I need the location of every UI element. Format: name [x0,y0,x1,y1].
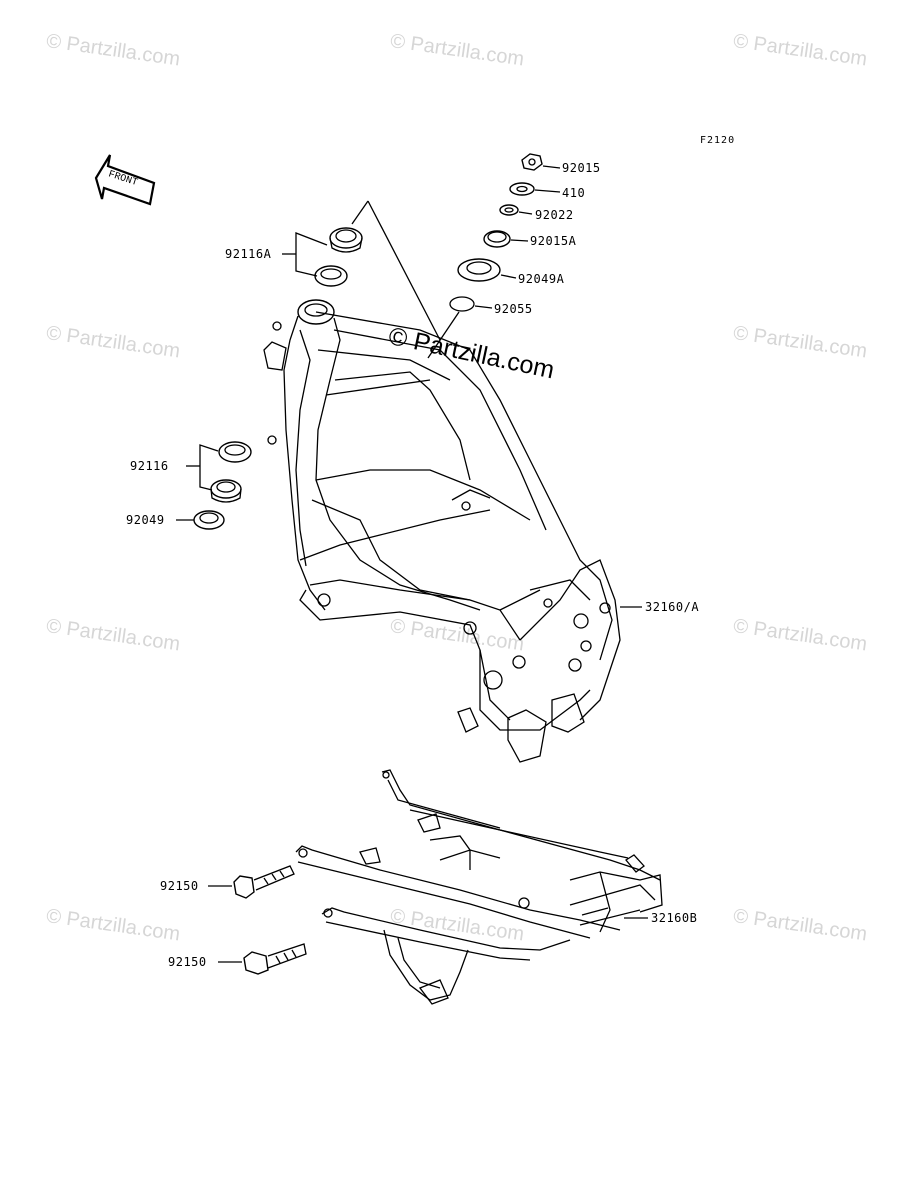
seal-lower-part [193,510,225,530]
diagram-code: F2120 [700,135,736,146]
washer-part [509,182,535,196]
front-arrow-icon: FRONT [94,154,156,206]
main-frame-part [263,299,621,763]
callout-label-92049[interactable]: 92049 [126,513,165,527]
nut-adjust-part [483,230,511,248]
seal-upper-part [457,258,501,282]
callout-label-92116a[interactable]: 92116A [225,247,272,261]
callout-label-32160b[interactable]: 32160B [651,911,698,925]
callout-label-92015a[interactable]: 92015A [530,234,577,248]
nut-top-part [521,153,543,171]
callout-label-92055[interactable]: 92055 [494,302,533,316]
lock-washer-part [499,204,519,216]
bolt-lower-part [243,943,307,975]
bolt-upper-part [233,865,295,899]
callout-label-92150-lower[interactable]: 92150 [168,955,207,969]
bearing-lower-part [210,441,252,503]
callout-label-92049a[interactable]: 92049A [518,272,565,286]
o-ring-part [449,296,475,312]
callout-label-92022[interactable]: 92022 [535,208,574,222]
callout-label-32160a[interactable]: 32160/A [645,600,700,614]
callout-label-92150-upper[interactable]: 92150 [160,879,199,893]
sub-frame-part [295,769,663,1005]
callout-label-410[interactable]: 410 [562,186,586,200]
callout-label-92015[interactable]: 92015 [562,161,601,175]
bearing-upper-part [314,227,363,287]
callout-label-92116[interactable]: 92116 [130,459,169,473]
